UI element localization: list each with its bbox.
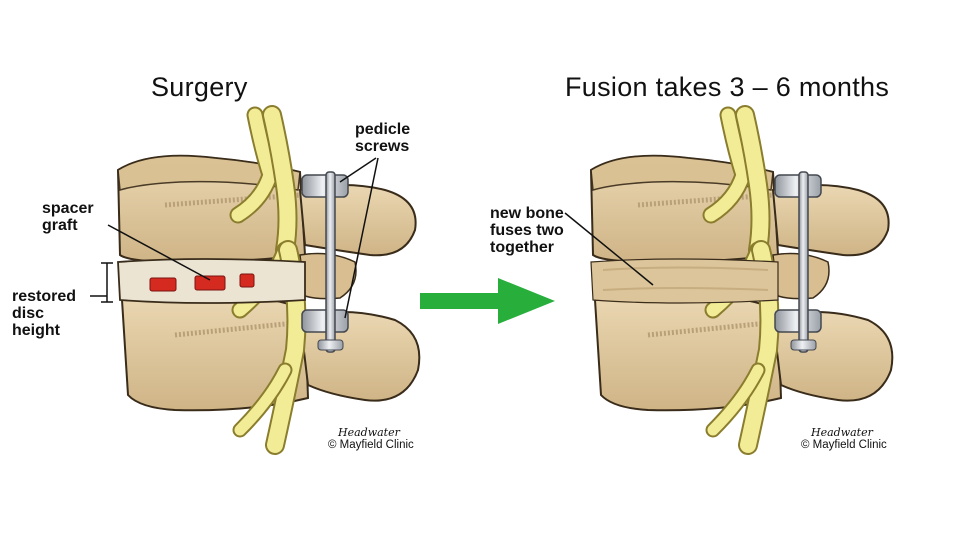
leader-line bbox=[339, 157, 377, 183]
leader-line bbox=[564, 212, 654, 286]
label-line: restored bbox=[12, 288, 77, 305]
fused-bone-texture bbox=[602, 266, 769, 291]
label-line: disc bbox=[12, 305, 45, 322]
leader-line bbox=[107, 224, 211, 281]
label-line: screws bbox=[355, 138, 410, 155]
label-line: pedicle bbox=[355, 121, 411, 138]
credit-text: © Mayfield Clinic bbox=[801, 439, 887, 451]
fused-bone bbox=[590, 258, 779, 304]
surgery-illustration bbox=[90, 115, 419, 445]
credit-left: Headwater © Mayfield Clinic bbox=[328, 426, 414, 452]
artist-signature: Headwater bbox=[338, 426, 400, 439]
label-restored-disc-height: restored disc height bbox=[12, 288, 76, 339]
label-line: height bbox=[12, 322, 60, 339]
artist-signature: Headwater bbox=[811, 426, 873, 439]
label-line: new bone bbox=[490, 205, 564, 222]
label-spacer-graft: spacer graft bbox=[42, 200, 94, 234]
panel-title-surgery: Surgery bbox=[151, 72, 248, 102]
credit-right: Headwater © Mayfield Clinic bbox=[801, 426, 887, 452]
leader-line bbox=[344, 157, 379, 319]
label-line: spacer bbox=[42, 200, 94, 217]
label-line: fuses two bbox=[490, 222, 564, 239]
credit-text: © Mayfield Clinic bbox=[328, 439, 414, 451]
graft-window bbox=[149, 277, 177, 292]
panel-title-fusion: Fusion takes 3 – 6 months bbox=[565, 72, 890, 102]
graft-window bbox=[239, 273, 255, 288]
label-line: graft bbox=[42, 217, 78, 234]
right-arrow-icon bbox=[420, 278, 555, 324]
fusion-illustration bbox=[564, 115, 892, 445]
graft-window bbox=[194, 275, 226, 291]
label-line: together bbox=[490, 239, 554, 256]
label-new-bone: new bone fuses two together bbox=[490, 205, 564, 256]
label-pedicle-screws: pedicle screws bbox=[355, 121, 410, 155]
